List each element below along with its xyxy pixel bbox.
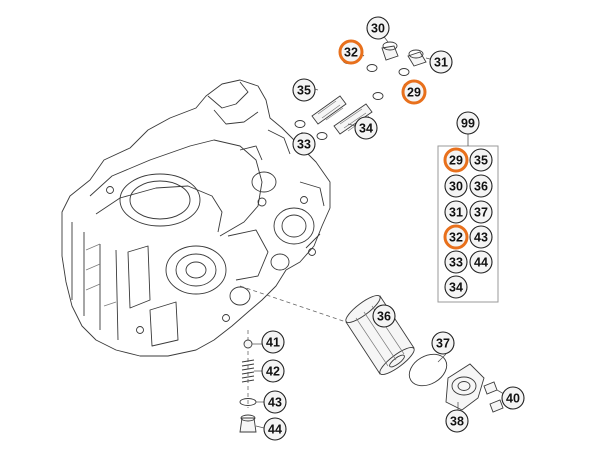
callout-38-number: 38 (450, 415, 464, 429)
kit-item-30[interactable]: 30 (444, 174, 468, 198)
callout-43-number: 43 (268, 396, 282, 410)
kit-item-31[interactable]: 31 (444, 200, 468, 224)
callout-34-top[interactable]: 34 (354, 116, 378, 140)
kit-item-29-number: 29 (449, 154, 463, 168)
kit-item-43-number: 43 (474, 231, 488, 245)
callout-44[interactable]: 44 (263, 417, 287, 441)
kit-item-35[interactable]: 35 (469, 148, 493, 172)
kit-item-33-number: 33 (449, 256, 463, 270)
callout-99-number: 99 (461, 117, 475, 131)
callout-35-top-number: 35 (297, 84, 311, 98)
callout-37-number: 37 (436, 337, 450, 351)
callout-40[interactable]: 40 (501, 386, 525, 410)
kit-frame (437, 145, 499, 303)
kit-item-33[interactable]: 33 (444, 250, 468, 274)
callout-29-top[interactable]: 29 (401, 79, 427, 105)
callout-30[interactable]: 30 (366, 16, 390, 40)
kit-item-30-number: 30 (449, 180, 463, 194)
kit-item-44-number: 44 (474, 256, 488, 270)
callout-32-top[interactable]: 32 (338, 39, 364, 65)
callout-32-top-number: 32 (344, 46, 358, 60)
kit-item-36[interactable]: 36 (469, 174, 493, 198)
callout-44-number: 44 (268, 423, 282, 437)
oil-filter (345, 295, 415, 375)
callout-99[interactable]: 99 (456, 111, 480, 135)
kit-item-32-number: 32 (449, 231, 463, 245)
callout-29-top-number: 29 (407, 86, 421, 100)
callout-36-number: 36 (377, 310, 391, 324)
callout-40-number: 40 (506, 392, 520, 406)
callout-43[interactable]: 43 (263, 390, 287, 414)
engine-crankcase (61, 79, 331, 357)
callout-30-number: 30 (371, 22, 385, 36)
kit-item-37-number: 37 (474, 206, 488, 220)
callout-33-top[interactable]: 33 (292, 132, 316, 156)
callout-31-number: 31 (434, 56, 448, 70)
callout-34-top-number: 34 (359, 122, 373, 136)
callout-36[interactable]: 36 (372, 304, 396, 328)
kit-item-34[interactable]: 34 (444, 275, 468, 299)
callout-37[interactable]: 37 (431, 331, 455, 355)
kit-item-36-number: 36 (474, 180, 488, 194)
callout-35-top[interactable]: 35 (292, 78, 316, 102)
kit-item-29[interactable]: 29 (443, 147, 469, 173)
callout-31[interactable]: 31 (429, 50, 453, 74)
callout-41-number: 41 (266, 336, 280, 350)
filter-cover-parts (408, 353, 505, 413)
kit-item-35-number: 35 (474, 154, 488, 168)
kit-item-43[interactable]: 43 (469, 225, 493, 249)
callout-41[interactable]: 41 (261, 330, 285, 354)
kit-item-34-number: 34 (449, 281, 463, 295)
relief-valve-parts (239, 339, 265, 433)
assembly-axis-filter (239, 285, 347, 323)
kit-item-32[interactable]: 32 (443, 224, 469, 250)
callout-38[interactable]: 38 (445, 409, 469, 433)
kit-item-44[interactable]: 44 (469, 250, 493, 274)
callout-33-top-number: 33 (297, 138, 311, 152)
kit-item-31-number: 31 (449, 206, 463, 220)
callout-42[interactable]: 42 (261, 359, 285, 383)
kit-item-37[interactable]: 37 (469, 200, 493, 224)
callout-42-number: 42 (266, 365, 280, 379)
